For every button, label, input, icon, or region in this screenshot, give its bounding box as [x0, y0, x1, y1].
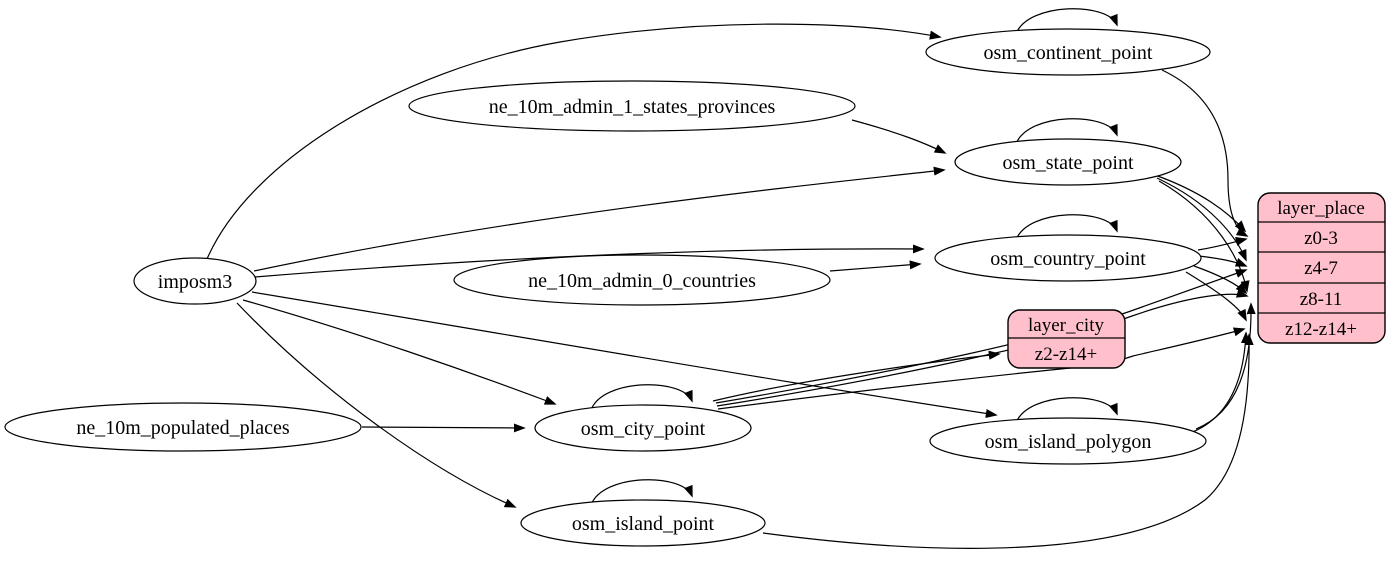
record-layer_place-row-z8-11: z8-11	[1300, 289, 1343, 310]
edge-osm_country_point-z4-7	[1198, 255, 1248, 267]
edge-self-osm_state_point	[1015, 118, 1118, 145]
record-layer_place-row-z12-z14: z12-z14+	[1285, 319, 1357, 340]
edge-self-osm_island_point	[590, 479, 693, 506]
record-layer_city-row-z2-z14: z2-z14+	[1035, 344, 1097, 365]
node-osm_island_polygon: osm_island_polygon	[929, 417, 1207, 465]
edge-imposm3-osm_country_point	[254, 244, 925, 278]
node-imposm3: imposm3	[133, 257, 257, 305]
node-osm_city_point: osm_city_point	[534, 404, 752, 452]
edge-osm_city_point-z12-z14	[717, 327, 1246, 410]
node-ne_10m_populated_places-label: ne_10m_populated_places	[76, 417, 289, 439]
edge-osm_island_polygon-z12-z14	[1189, 331, 1251, 434]
record-layer_place-shape	[1257, 192, 1386, 344]
edge-osm_city_point-layer_city	[712, 350, 1001, 402]
record-layer_city-shape	[1007, 309, 1126, 369]
edge-osm_island_point-z12-z14	[762, 333, 1254, 549]
node-osm_continent_point: osm_continent_point	[925, 28, 1211, 76]
edge-ne_10m_admin_1_states_provinces-osm_state_point	[851, 119, 947, 154]
record-layer_city: layer_city z2-z14+	[1007, 309, 1126, 369]
edge-self-osm_continent_point	[1015, 8, 1118, 35]
node-osm_island_point: osm_island_point	[520, 499, 766, 547]
edge-imposm3-osm_state_point	[253, 166, 946, 272]
record-layer_place-row-z4-7: z4-7	[1304, 258, 1338, 279]
node-ne_10m_admin_1_states_provinces-label: ne_10m_admin_1_states_provinces	[489, 96, 776, 118]
node-ne_10m_admin_0_countries-shape	[453, 254, 831, 306]
node-osm_island_point-shape	[520, 499, 766, 547]
edge-osm_country_point-z12-z14	[1185, 271, 1247, 322]
node-osm_island_point-label: osm_island_point	[572, 513, 715, 535]
node-imposm3-shape	[133, 257, 257, 305]
node-ne_10m_admin_1_states_provinces-shape	[408, 80, 856, 132]
record-layer_place: layer_place z0-3 z4-7 z8-11 z12-z14+	[1257, 192, 1386, 344]
edge-imposm3-osm_continent_point	[206, 23, 942, 260]
node-osm_island_polygon-label: osm_island_polygon	[985, 431, 1152, 453]
node-osm_country_point-label: osm_country_point	[990, 248, 1146, 270]
node-osm_state_point: osm_state_point	[954, 138, 1182, 186]
record-layer_city-title: layer_city	[1028, 315, 1104, 336]
node-ne_10m_populated_places-shape	[4, 402, 362, 452]
edge-ne_10m_admin_0_countries-osm_country_point	[829, 260, 922, 272]
edge-self-osm_country_point	[1015, 214, 1118, 241]
edge-imposm3-osm_island_point	[236, 302, 517, 508]
record-layer_place-row-z0-3: z0-3	[1304, 228, 1338, 249]
edge-self-osm_island_polygon	[1015, 397, 1118, 424]
node-ne_10m_admin_0_countries-label: ne_10m_admin_0_countries	[528, 270, 756, 292]
node-osm_continent_point-label: osm_continent_point	[984, 42, 1153, 64]
node-osm_continent_point-shape	[925, 28, 1211, 76]
edge-osm_country_point-z0-3	[1197, 237, 1248, 251]
node-osm_city_point-shape	[534, 404, 752, 452]
record-layer_place-title: layer_place	[1277, 198, 1365, 219]
node-osm_city_point-label: osm_city_point	[581, 418, 706, 440]
node-osm_state_point-shape	[954, 138, 1182, 186]
node-ne_10m_populated_places: ne_10m_populated_places	[4, 402, 362, 452]
edge-ne_10m_populated_places-osm_city_point	[361, 423, 526, 433]
edge-osm_island_polygon-z8-11	[1195, 302, 1256, 430]
edge-imposm3-osm_island_polygon	[251, 291, 998, 418]
edge-osm_continent_point-z0-3	[1161, 69, 1249, 237]
edge-self-osm_city_point	[590, 384, 693, 411]
edge-osm_state_point-z0-3	[1154, 174, 1247, 233]
node-ne_10m_admin_0_countries: ne_10m_admin_0_countries	[453, 254, 831, 306]
edge-imposm3-osm_city_point	[242, 299, 557, 405]
edge-osm_state_point-z4-7	[1156, 177, 1247, 262]
node-osm_country_point-shape	[934, 234, 1202, 282]
node-osm_country_point: osm_country_point	[934, 234, 1202, 282]
node-osm_state_point-label: osm_state_point	[1002, 152, 1134, 174]
node-imposm3-label: imposm3	[158, 271, 232, 293]
node-osm_island_polygon-shape	[929, 417, 1207, 465]
edge-osm_state_point-z8-11	[1158, 180, 1250, 293]
node-ne_10m_admin_1_states_provinces: ne_10m_admin_1_states_provinces	[408, 80, 856, 132]
